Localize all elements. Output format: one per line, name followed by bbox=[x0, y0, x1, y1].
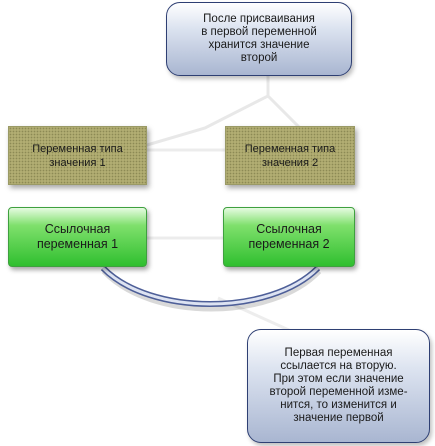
top-note-line: хранится значение bbox=[208, 39, 310, 51]
value-variable-2: Переменная типа значения 2 bbox=[225, 126, 355, 185]
reference-variable-1-line: Ссылочная bbox=[44, 222, 111, 236]
reference-variable-2-line: Ссылочная bbox=[256, 222, 322, 236]
reference-variable-2: Ссылочная переменная 2 bbox=[223, 207, 355, 267]
top-note-text: После присваивания в первой переменной х… bbox=[201, 13, 317, 65]
top-note: После присваивания в первой переменной х… bbox=[166, 2, 352, 76]
bottom-note: Первая переменная ссылается на вторую. П… bbox=[247, 329, 430, 443]
top-note-connector-right bbox=[266, 94, 302, 130]
reference-variable-2-line: переменная 2 bbox=[248, 237, 330, 251]
top-note-connector bbox=[129, 72, 270, 152]
reference-variable-1-line: переменная 1 bbox=[36, 237, 119, 251]
bottom-note-line: Первая переменная bbox=[284, 347, 393, 359]
value-variable-2-line: значения 2 bbox=[261, 156, 319, 169]
value-variable-2-line: Переменная типа bbox=[244, 142, 336, 155]
bottom-note-line: второй переменной изме- bbox=[269, 386, 408, 398]
value-variable-1: Переменная типа значения 1 bbox=[8, 126, 147, 185]
reference-variable-1: Ссылочная переменная 1 bbox=[8, 207, 147, 267]
top-note-line: в первой переменной bbox=[201, 26, 317, 38]
bottom-note-line: значение первой bbox=[293, 412, 384, 424]
reference-arc-outer bbox=[100, 265, 321, 307]
bottom-note-text: Первая переменная ссылается на вторую. П… bbox=[269, 347, 407, 425]
top-note-line: второй bbox=[240, 52, 278, 64]
bottom-note-line: При этом если значение bbox=[273, 373, 404, 385]
top-note-line: После присваивания bbox=[203, 13, 315, 25]
bottom-note-line: нится, то изменится и bbox=[280, 399, 397, 411]
bottom-note-line: ссылается на вторую. bbox=[280, 360, 397, 372]
reference-arc-inner bbox=[101, 266, 320, 306]
value-variable-1-line: Переменная типа bbox=[32, 142, 123, 155]
value-variable-1-line: значения 1 bbox=[49, 156, 106, 169]
